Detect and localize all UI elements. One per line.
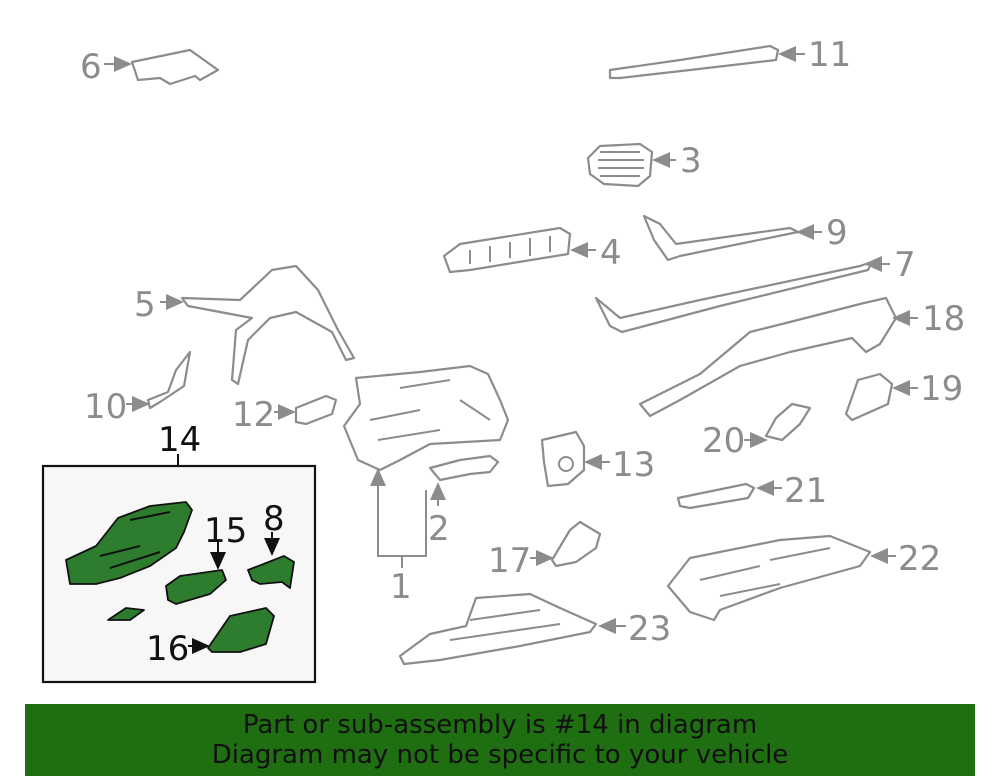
part-8	[247, 555, 295, 589]
part-10[interactable]: 10	[84, 350, 192, 427]
part-11[interactable]: 11	[608, 35, 851, 80]
part-9[interactable]: 9	[642, 213, 848, 262]
callout-7: 7	[894, 245, 916, 285]
callout-3: 3	[680, 141, 702, 181]
part-16	[207, 607, 275, 653]
callout-16: 16	[146, 629, 189, 669]
callout-22: 22	[898, 539, 941, 579]
info-banner: Part or sub-assembly is #14 in diagram D…	[25, 704, 975, 776]
callout-4: 4	[600, 233, 622, 273]
part-5[interactable]: 5	[134, 264, 356, 386]
banner-line-2: Diagram may not be specific to your vehi…	[211, 740, 789, 770]
part-2[interactable]: 2	[428, 454, 500, 549]
inset-14[interactable]: 14 15 8 16	[41, 420, 317, 684]
part-13[interactable]: 13	[540, 430, 655, 488]
callout-14: 14	[158, 420, 201, 460]
part-3[interactable]: 3	[586, 141, 702, 188]
callout-12: 12	[232, 395, 275, 435]
callout-21: 21	[784, 471, 827, 511]
callout-23: 23	[628, 609, 671, 649]
callout-10: 10	[84, 387, 127, 427]
part-20[interactable]: 20	[702, 402, 812, 461]
callout-6: 6	[80, 47, 102, 87]
part-19[interactable]: 19	[844, 369, 963, 422]
callout-20: 20	[702, 421, 745, 461]
banner-line-1: Part or sub-assembly is #14 in diagram	[242, 710, 758, 740]
callout-13: 13	[612, 445, 655, 485]
part-15	[165, 569, 227, 605]
part-4[interactable]: 4	[442, 226, 622, 274]
callout-9: 9	[826, 213, 848, 253]
callout-2: 2	[428, 509, 450, 549]
callout-5: 5	[134, 285, 156, 325]
part-6[interactable]: 6	[80, 47, 220, 87]
callout-17: 17	[488, 541, 531, 581]
part-12[interactable]: 12	[232, 394, 338, 435]
callout-8: 8	[263, 499, 285, 539]
part-14-main	[65, 501, 193, 585]
part-7[interactable]: 7	[594, 245, 916, 334]
part-14-bracket	[107, 607, 145, 621]
callout-19: 19	[920, 369, 963, 409]
callout-1: 1	[390, 567, 412, 607]
part-23[interactable]: 23	[398, 592, 671, 666]
part-1[interactable]: 1	[342, 364, 510, 607]
callout-18: 18	[922, 299, 965, 339]
callout-15: 15	[204, 511, 247, 551]
part-18[interactable]: 18	[638, 296, 965, 418]
part-22[interactable]: 22	[666, 534, 941, 622]
part-21[interactable]: 21	[676, 471, 827, 511]
callout-11: 11	[808, 35, 851, 75]
part-17[interactable]: 17	[488, 520, 602, 581]
